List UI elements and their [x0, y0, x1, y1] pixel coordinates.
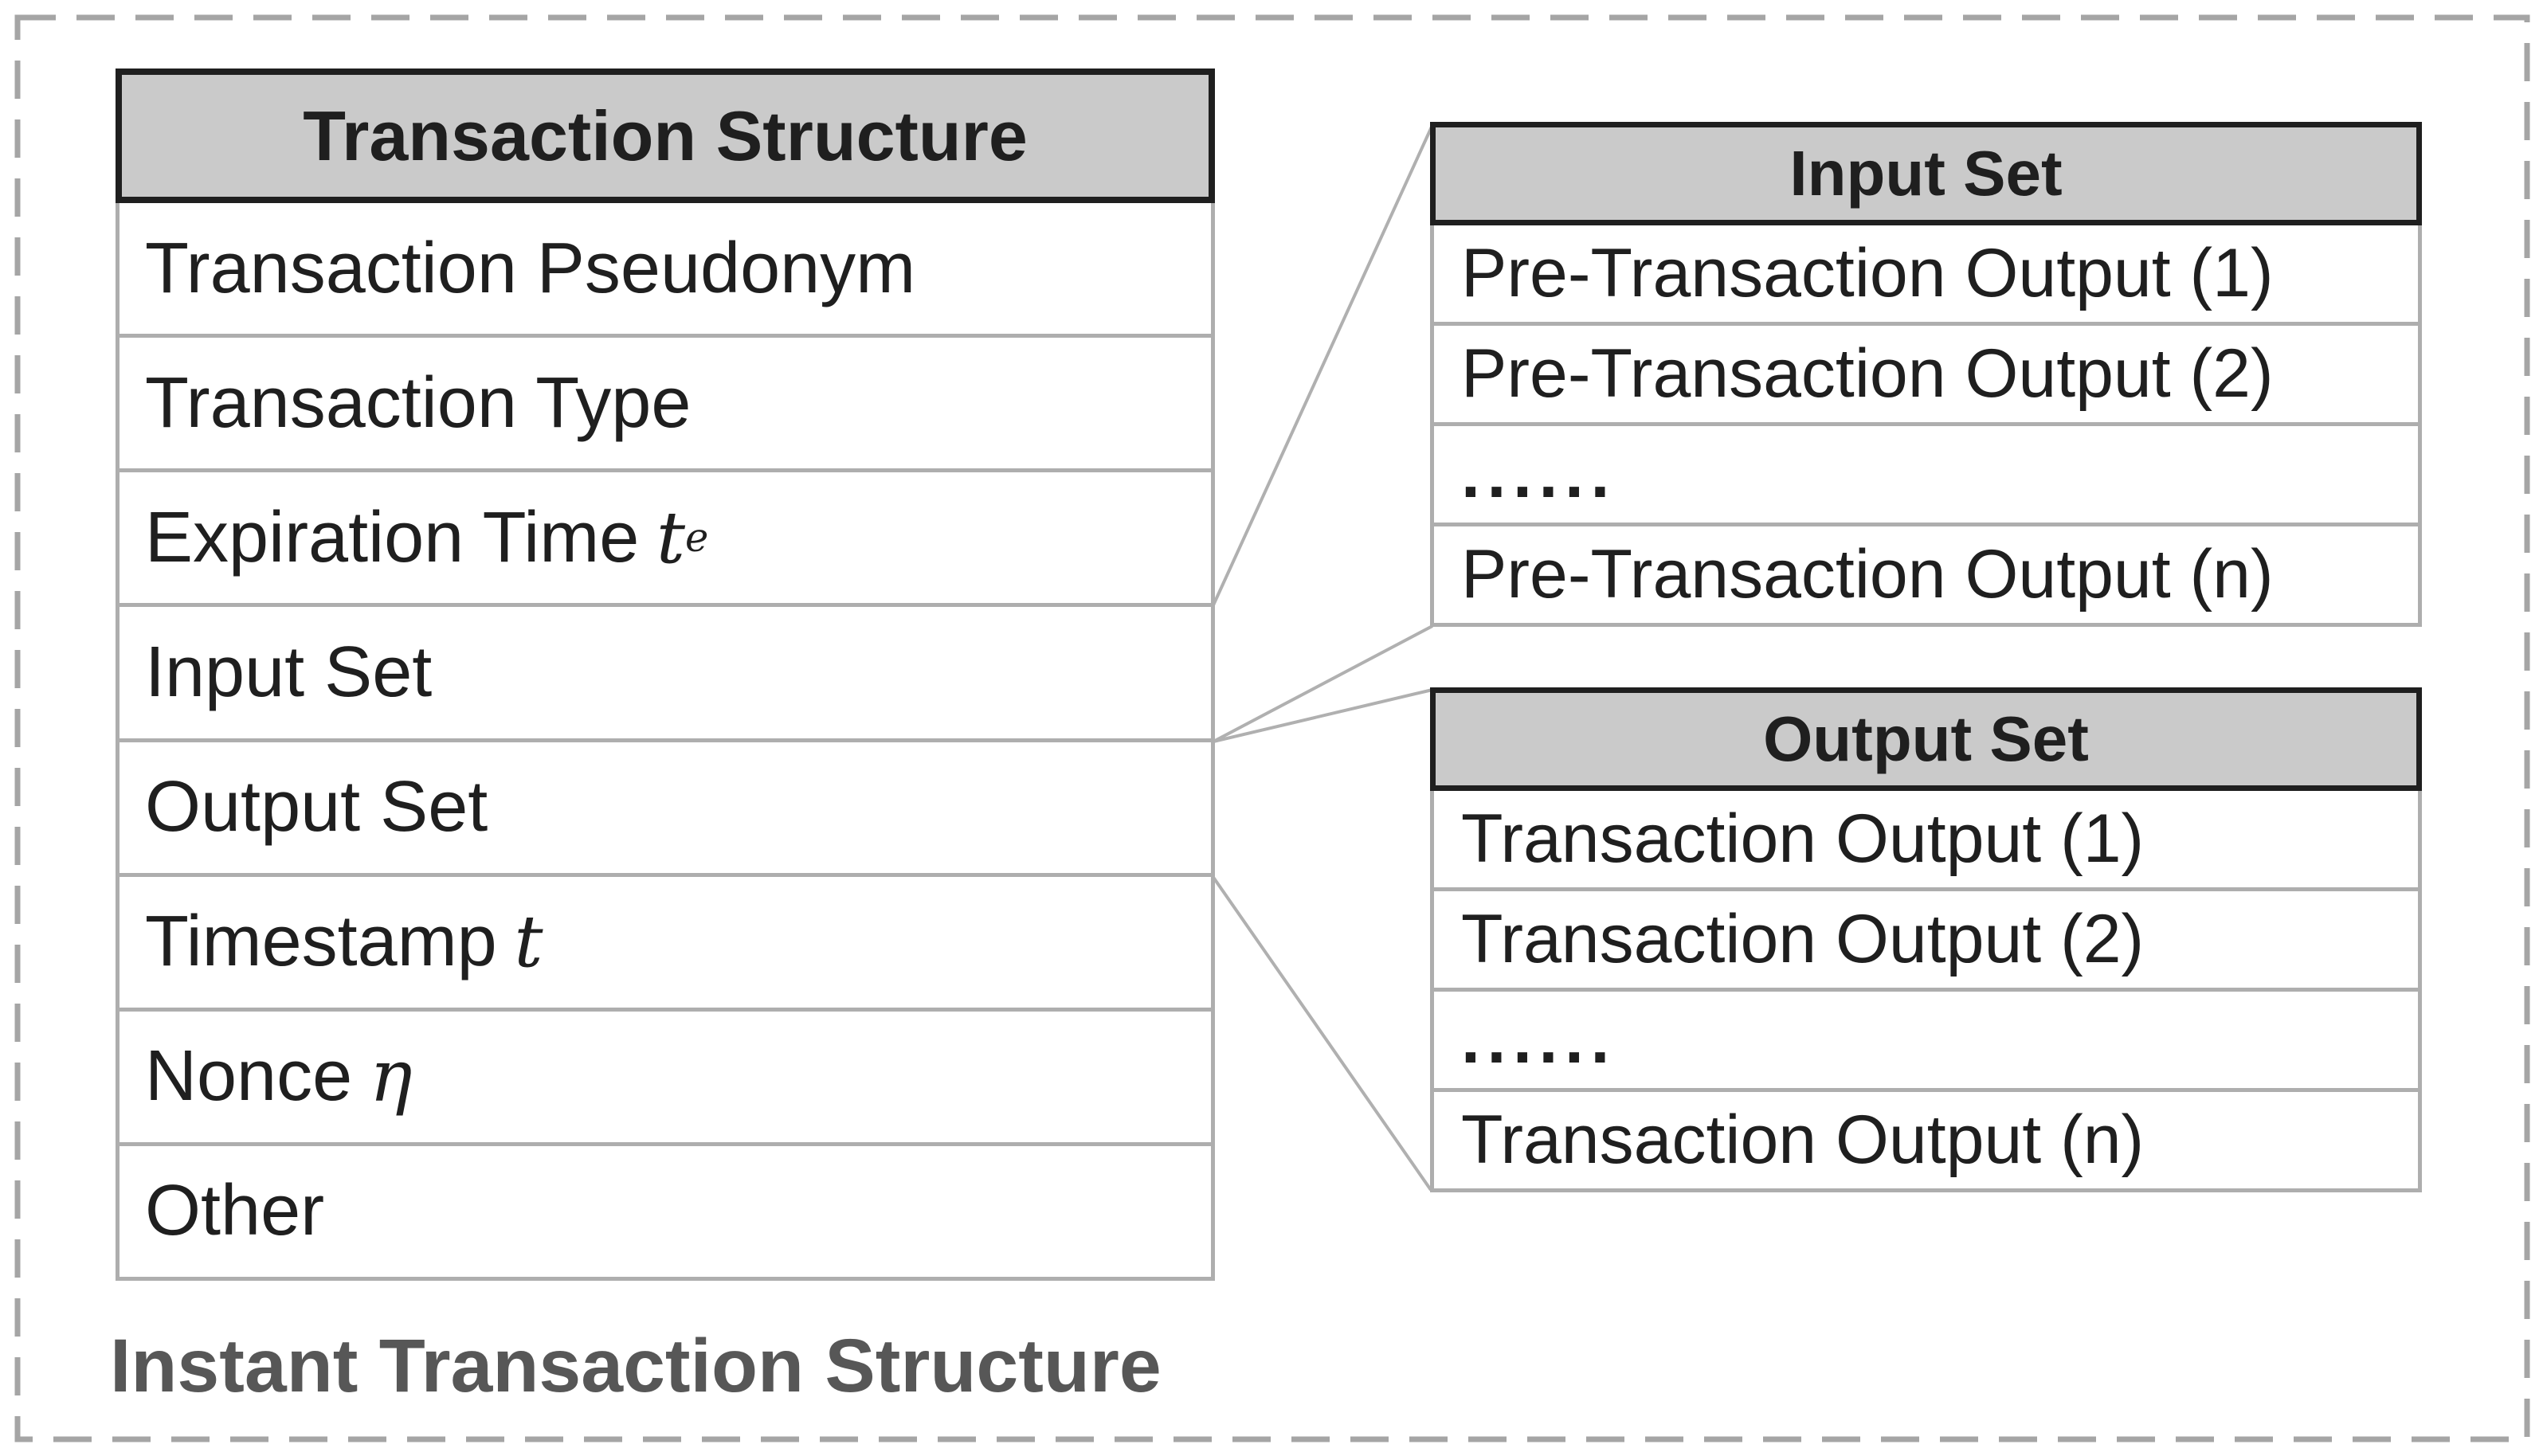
- input-set-title: Input Set: [1789, 138, 2063, 209]
- dashed-frame: [14, 14, 2530, 1442]
- transaction-structure-body: Transaction Pseudonym Transaction Type E…: [116, 203, 1215, 1281]
- output-set-header: Output Set: [1430, 687, 2422, 791]
- input-set-header: Input Set: [1430, 122, 2422, 225]
- figure-caption: Instant Transaction Structure: [110, 1324, 1162, 1408]
- row-label: Input Set: [145, 632, 433, 712]
- table-row: Transaction Output (2): [1434, 887, 2418, 988]
- output-set-title: Output Set: [1763, 703, 2089, 774]
- row-label: Transaction Output (n): [1461, 1102, 2145, 1178]
- row-label: ......: [1461, 1001, 1616, 1078]
- table-row: Pre-Transaction Output (2): [1434, 322, 2418, 422]
- row-symbol: η: [369, 1035, 413, 1119]
- table-row: Transaction Output (n): [1434, 1088, 2418, 1188]
- transaction-structure-title: Transaction Structure: [303, 96, 1028, 175]
- row-label: Nonce: [145, 1036, 353, 1117]
- row-label: Transaction Output (1): [1461, 800, 2145, 877]
- table-row: Pre-Transaction Output (n): [1434, 523, 2418, 623]
- row-label: Transaction Pseudonym: [145, 228, 916, 308]
- connector-input-top: [1211, 124, 1434, 608]
- row-label: Transaction Type: [145, 362, 692, 443]
- input-set-body: Pre-Transaction Output (1) Pre-Transacti…: [1430, 225, 2422, 627]
- row-symbol: t: [656, 495, 686, 580]
- row-label: Timestamp: [145, 902, 497, 982]
- row-label: Pre-Transaction Output (n): [1461, 536, 2274, 613]
- row-label: Transaction Output (2): [1461, 901, 2145, 977]
- row-label: ......: [1461, 436, 1616, 512]
- table-row: Pre-Transaction Output (1): [1434, 225, 2418, 322]
- output-set-body: Transaction Output (1) Transaction Outpu…: [1430, 791, 2422, 1192]
- row-label: Output Set: [145, 767, 488, 847]
- transaction-structure-header: Transaction Structure: [116, 68, 1215, 203]
- row-label: Other: [145, 1171, 325, 1251]
- connector-output-bottom: [1211, 875, 1432, 1192]
- row-symbol: t: [514, 900, 543, 984]
- row-input-set: Input Set: [120, 603, 1211, 738]
- connector-output-top: [1213, 688, 1433, 743]
- row-transaction-type: Transaction Type: [120, 334, 1211, 468]
- row-subscript: e: [685, 515, 709, 562]
- table-row: Transaction Output (1): [1434, 791, 2418, 887]
- connector-input-bottom: [1213, 624, 1433, 743]
- row-label: Expiration Time: [145, 497, 640, 577]
- table-row-ellipsis: ......: [1434, 422, 2418, 523]
- row-other: Other: [120, 1141, 1211, 1277]
- row-label: Pre-Transaction Output (2): [1461, 335, 2274, 412]
- row-transaction-pseudonym: Transaction Pseudonym: [120, 203, 1211, 334]
- row-label: Pre-Transaction Output (1): [1461, 235, 2274, 311]
- table-row-ellipsis: ......: [1434, 988, 2418, 1088]
- row-output-set: Output Set: [120, 738, 1211, 873]
